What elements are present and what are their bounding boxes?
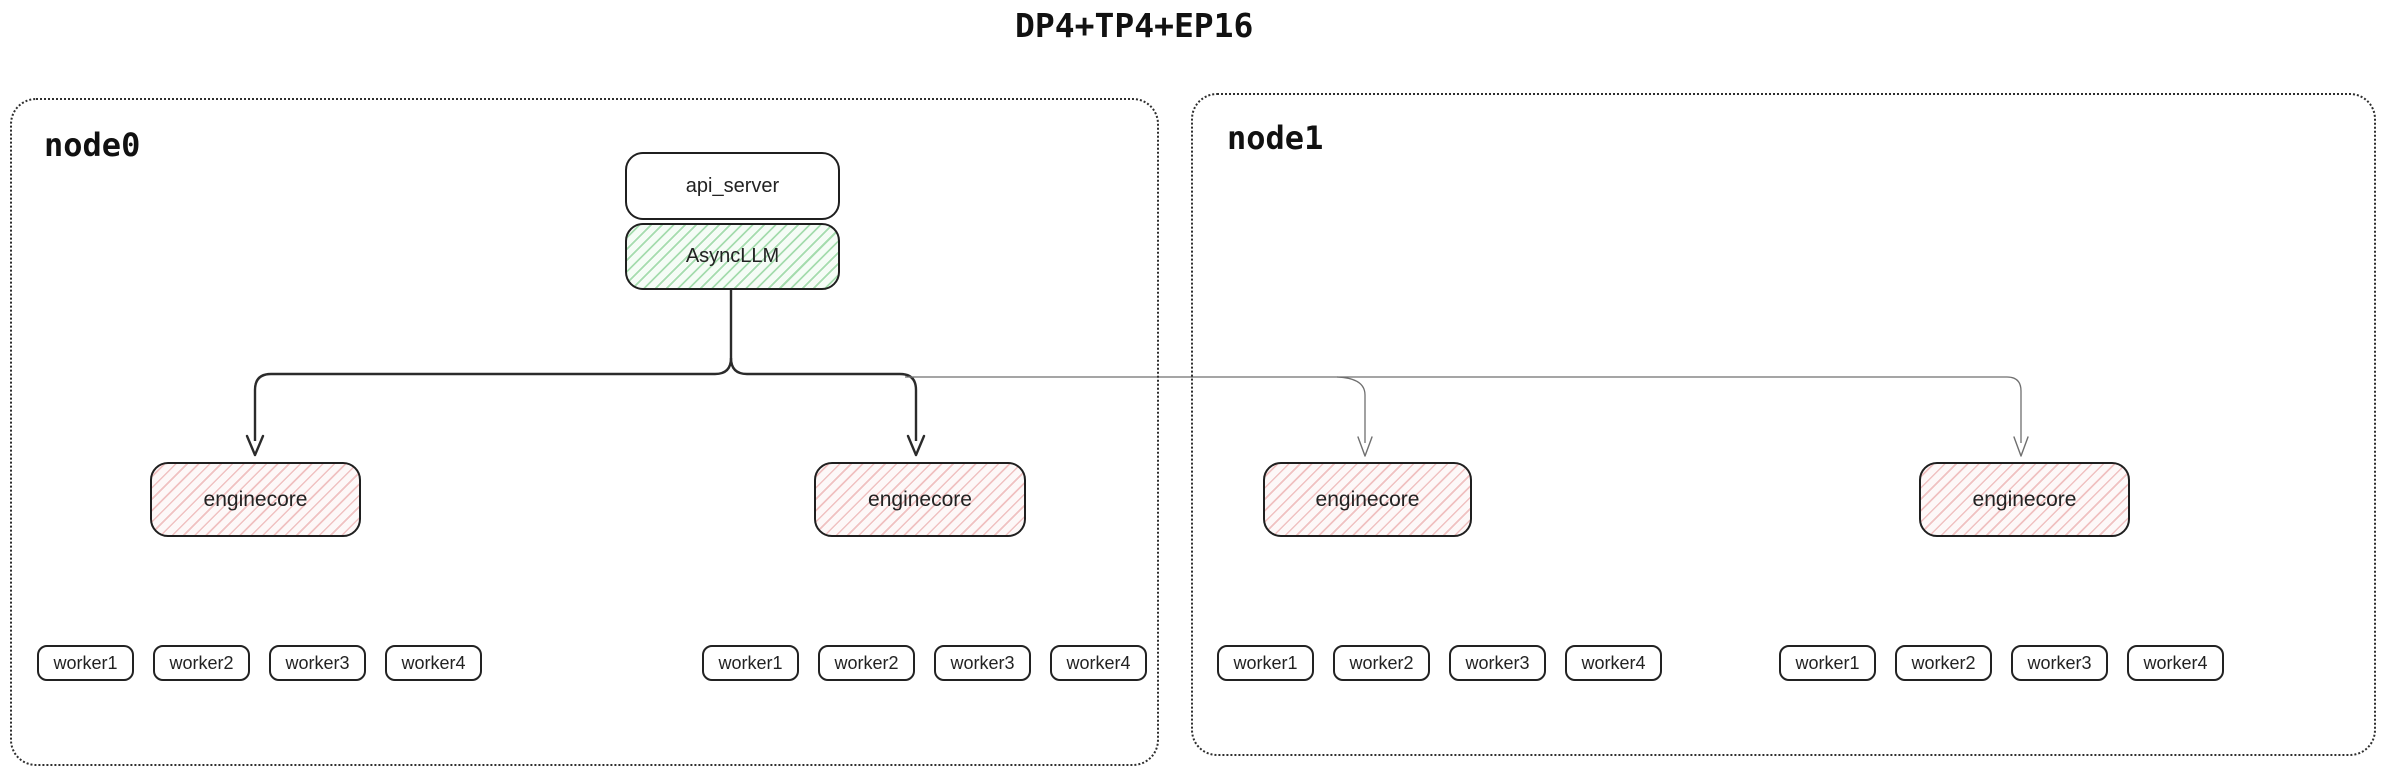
worker-box: worker2 bbox=[1333, 645, 1430, 681]
worker-group-1: worker1 worker2 worker3 worker4 bbox=[37, 645, 482, 681]
enginecore-label: enginecore bbox=[868, 487, 972, 511]
worker-box: worker1 bbox=[702, 645, 799, 681]
node0-label: node0 bbox=[44, 126, 141, 164]
worker-box: worker4 bbox=[2127, 645, 2224, 681]
worker-group-2: worker1 worker2 worker3 worker4 bbox=[702, 645, 1147, 681]
worker-box: worker4 bbox=[385, 645, 482, 681]
worker-box: worker3 bbox=[1449, 645, 1546, 681]
enginecore-label: enginecore bbox=[1972, 487, 2077, 511]
worker-box: worker2 bbox=[818, 645, 915, 681]
worker-box: worker4 bbox=[1050, 645, 1147, 681]
enginecore-box-3: enginecore bbox=[1263, 462, 1472, 537]
enginecore-box-1: enginecore bbox=[150, 462, 361, 537]
node0-container: node0 api_server AsyncLLM enginecore eng… bbox=[10, 98, 1159, 766]
enginecore-box-4: enginecore bbox=[1919, 462, 2130, 537]
worker-box: worker3 bbox=[934, 645, 1031, 681]
enginecore-label: enginecore bbox=[203, 487, 308, 511]
worker-box: worker1 bbox=[1217, 645, 1314, 681]
diagram-title: DP4+TP4+EP16 bbox=[1015, 6, 1254, 45]
node1-container: node1 enginecore enginecore worker1 work… bbox=[1191, 93, 2376, 756]
enginecore-label: enginecore bbox=[1315, 487, 1420, 511]
node1-label: node1 bbox=[1227, 119, 1324, 157]
worker-box: worker2 bbox=[1895, 645, 1992, 681]
worker-box: worker3 bbox=[2011, 645, 2108, 681]
worker-box: worker1 bbox=[1779, 645, 1876, 681]
worker-box: worker3 bbox=[269, 645, 366, 681]
worker-box: worker4 bbox=[1565, 645, 1662, 681]
worker-group-4: worker1 worker2 worker3 worker4 bbox=[1779, 645, 2224, 681]
api-server-box: api_server bbox=[625, 152, 840, 220]
asyncllm-label: AsyncLLM bbox=[685, 245, 780, 267]
worker-group-3: worker1 worker2 worker3 worker4 bbox=[1217, 645, 1662, 681]
enginecore-box-2: enginecore bbox=[814, 462, 1026, 537]
api-server-label: api_server bbox=[685, 174, 780, 197]
worker-box: worker2 bbox=[153, 645, 250, 681]
worker-box: worker1 bbox=[37, 645, 134, 681]
asyncllm-box: AsyncLLM bbox=[625, 223, 840, 290]
